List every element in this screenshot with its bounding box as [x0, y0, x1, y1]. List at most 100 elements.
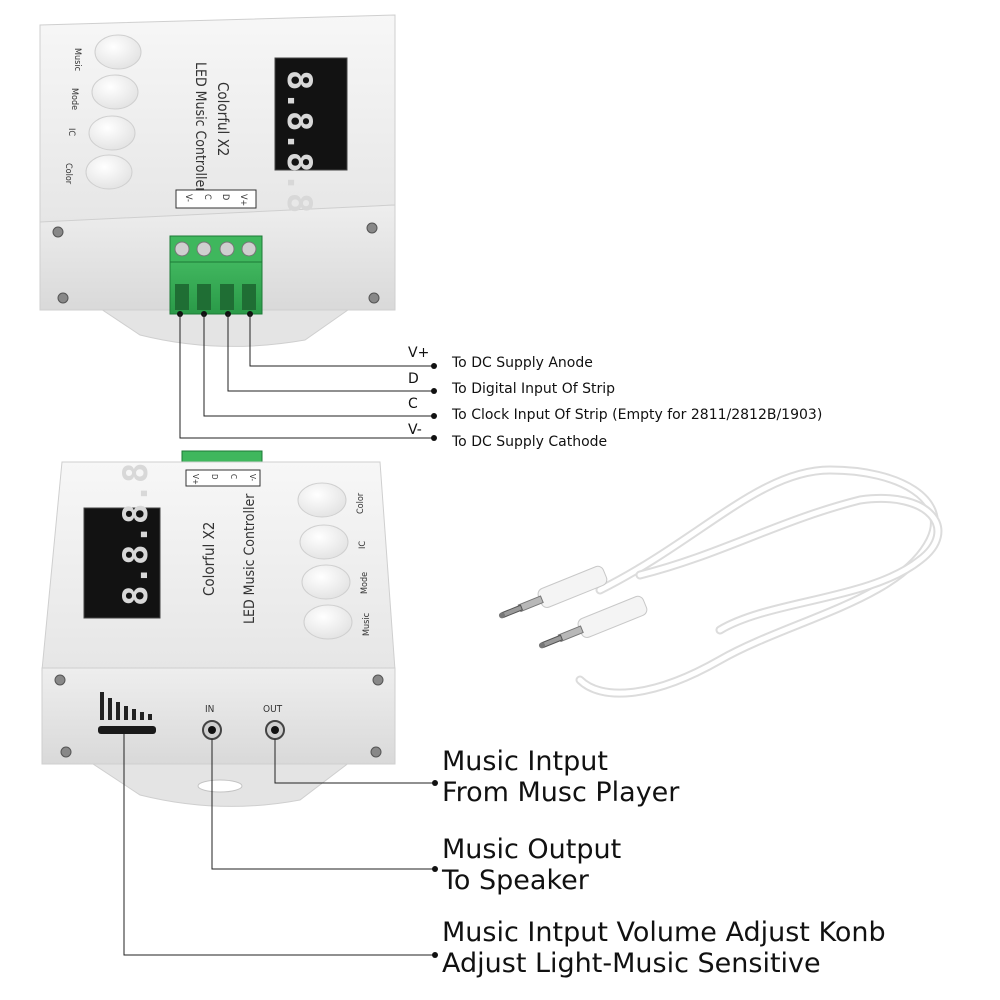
jack-out-label: OUT: [263, 704, 283, 715]
callout-music-output-line2: To Speaker: [441, 865, 590, 896]
color-button[interactable]: [297, 482, 347, 518]
top-buttons: [85, 34, 142, 190]
bottom-button-labels: Color IC Mode Music: [356, 492, 372, 636]
mode-button[interactable]: [301, 564, 351, 600]
wire-pin-d: D: [408, 371, 419, 387]
top-terminal-label-box: [175, 189, 257, 209]
audio-out-jack-hole: [271, 726, 279, 734]
screw-icon: [368, 292, 380, 304]
bottom-display-digits: 8.8.8.8: [116, 463, 156, 606]
bottom-device-front: [41, 667, 396, 765]
audio-plug-icon: [498, 565, 608, 619]
button-label-ic: IC: [66, 128, 76, 136]
music-button[interactable]: [94, 34, 142, 70]
terminal-slot: [197, 284, 211, 310]
mode-button[interactable]: [91, 74, 139, 110]
top-device: Music Mode IC Color Colorful X2 LED Musi…: [39, 14, 396, 347]
volume-level-icon: [100, 692, 152, 720]
callout-line-knob: [123, 734, 433, 956]
bottom-display: [83, 507, 161, 619]
callout-end-dot: [432, 780, 438, 786]
terminal-label-d: D: [220, 194, 230, 200]
terminal-screw-icon[interactable]: [196, 241, 212, 257]
bottom-terminal-labels: V+ D C V-: [191, 474, 257, 485]
bottom-device: V+ D C V- 8.8.8.8 Colorful X2 LED Music …: [41, 450, 396, 807]
button-label-color: Color: [356, 492, 366, 514]
callout-volume-line2: Adjust Light-Music Sensitive: [442, 948, 821, 979]
top-terminal-labels: V+ D C V-: [183, 194, 248, 206]
wire-desc-c: To Clock Input Of Strip (Empty for 2811/…: [451, 407, 822, 423]
wire-pin-vminus: V-: [408, 422, 422, 438]
color-button[interactable]: [85, 154, 133, 190]
screw-icon: [52, 226, 64, 238]
wire-end-dot: [431, 435, 437, 441]
wire-end-dot: [431, 413, 437, 419]
wire-end-dot: [431, 388, 437, 394]
cable-wire: [637, 496, 941, 633]
bottom-buttons: [297, 482, 353, 640]
screw-icon: [54, 674, 66, 686]
callout-end-dot: [432, 952, 438, 958]
music-button[interactable]: [303, 604, 353, 640]
callout-music-input-line1: Music Intput: [442, 746, 608, 777]
terminal-slot: [242, 284, 256, 310]
button-label-music: Music: [72, 48, 82, 71]
top-display-digits: 8.8.8.8: [279, 70, 319, 213]
jack-in-label: IN: [205, 704, 214, 715]
bottom-terminal-label-box: [185, 469, 261, 487]
audio-in-jack-hole: [208, 726, 216, 734]
wire-line-vplus: [249, 314, 432, 367]
terminal-block: [169, 235, 263, 315]
terminal-label-c: C: [202, 194, 212, 200]
bottom-screws: [54, 674, 384, 758]
audio-cable: [498, 465, 943, 698]
wire-line-c: [203, 314, 432, 417]
bottom-model-label: LED Music Controller: [242, 493, 258, 624]
terminal-label-vminus: V-: [248, 474, 257, 481]
wire-end-dot: [431, 363, 437, 369]
top-brand-label: Colorful X2: [214, 82, 232, 156]
terminal-label-vplus: V+: [238, 194, 248, 206]
terminal-label-vminus: V-: [183, 194, 193, 202]
terminal-label-vplus: V+: [191, 474, 200, 485]
wire-desc-d: To Digital Input Of Strip: [451, 381, 615, 397]
button-label-color: Color: [63, 163, 73, 185]
top-model-label: LED Music Controller: [192, 62, 208, 193]
top-screws: [52, 222, 380, 304]
volume-knob[interactable]: [98, 726, 156, 734]
cable-wire: [577, 467, 937, 696]
screw-icon: [60, 746, 72, 758]
wire-desc-vplus: To DC Supply Anode: [451, 355, 593, 371]
port-callouts: Music Intput From Musc Player Music Outp…: [123, 734, 886, 979]
audio-plug-icon: [538, 595, 648, 649]
button-label-mode: Mode: [69, 88, 79, 110]
bracket-slot: [197, 779, 243, 793]
wire-pin-c: C: [408, 396, 418, 412]
terminal-slot: [175, 284, 189, 310]
callout-line-out: [274, 739, 433, 784]
ic-button[interactable]: [88, 115, 136, 151]
top-button-labels: Music Mode IC Color: [63, 48, 82, 185]
callout-line-in: [211, 739, 433, 870]
terminal-screw-icon[interactable]: [241, 241, 257, 257]
callout-music-output-line1: Music Output: [442, 834, 621, 865]
wiring-callouts: V+ D C V- To DC Supply Anode To Digital …: [179, 314, 822, 450]
terminal-slot: [220, 284, 234, 310]
wire-pin-vplus: V+: [408, 345, 429, 361]
terminal-screw-icon[interactable]: [174, 241, 190, 257]
terminal-label-c: C: [229, 474, 238, 479]
button-label-music: Music: [362, 613, 372, 636]
callout-volume-line1: Music Intput Volume Adjust Konb: [442, 917, 886, 948]
bottom-brand-label: Colorful X2: [200, 522, 218, 596]
ic-button[interactable]: [299, 524, 349, 560]
terminal-label-d: D: [210, 474, 219, 480]
screw-icon: [57, 292, 69, 304]
callout-music-input-line2: From Musc Player: [442, 777, 680, 808]
wire-line-vminus: [179, 314, 432, 439]
screw-icon: [370, 746, 382, 758]
callout-end-dot: [432, 866, 438, 872]
button-label-mode: Mode: [360, 572, 370, 594]
terminal-screw-icon[interactable]: [219, 241, 235, 257]
top-display: [274, 57, 348, 171]
